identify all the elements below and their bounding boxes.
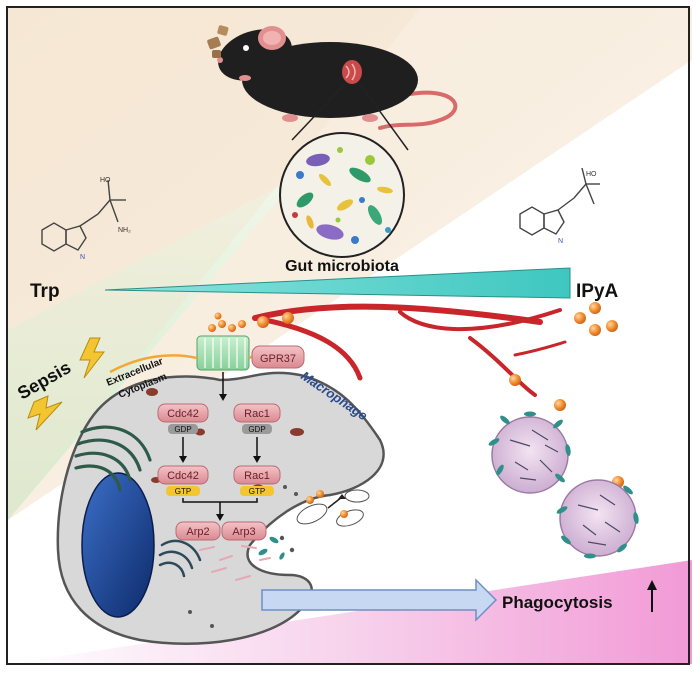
arp3-pill: Arp3 [221, 521, 267, 541]
cytoplasmic-granules [188, 485, 298, 628]
trp-label: Trp [30, 281, 60, 302]
ipya-label: IPyA [576, 281, 619, 302]
cdc42-gtp-label: Cdc42 [167, 470, 199, 482]
phagocytosis-arrow [261, 578, 498, 622]
gdp-label-1: GDP [174, 425, 191, 434]
receptor-icon [196, 312, 250, 371]
lightning-icon [27, 337, 106, 431]
actin-filaments [199, 545, 271, 581]
trp-ipya-gradient-wedge [104, 267, 571, 299]
trp-n-label: N [80, 254, 85, 261]
gpr37-label: GPR37 [260, 353, 296, 365]
rac1-gdp: Rac1 GDP [233, 403, 281, 434]
gpr37-pill [251, 345, 305, 369]
ipya-molecules [257, 302, 624, 488]
ipya-structure [519, 167, 600, 236]
ipya-n-label: N [558, 238, 563, 245]
arp2-label: Arp2 [186, 526, 209, 538]
phagosome [296, 489, 370, 527]
gut-microbiota-label: Gut microbiota [285, 258, 399, 275]
cdc42-gdp-label: Cdc42 [167, 408, 199, 420]
bacteria-icon [488, 411, 639, 559]
golgi-apparatus [158, 539, 202, 578]
magnifier-line-right [359, 83, 409, 151]
ipya-oh-label: HO [586, 171, 597, 178]
gtp-label-2: GTP [249, 487, 265, 496]
microbiota-magnifier-icon [279, 132, 405, 258]
gtp-label-1: GTP [175, 487, 191, 496]
engulfed-bacteria [258, 536, 285, 560]
blood-vessel [252, 303, 567, 397]
cdc42-gtp: Cdc42 GTP [157, 465, 209, 496]
cell-membrane-left [109, 354, 198, 374]
gdp-label-2: GDP [248, 425, 265, 434]
trp-nh2-label: NH₂ [118, 227, 131, 234]
endoplasmic-reticulum [74, 425, 152, 492]
rac1-gdp-label: Rac1 [244, 408, 270, 420]
mouse-icon [207, 25, 458, 130]
rac1-gtp: Rac1 GTP [233, 465, 281, 496]
rac1-gtp-label: Rac1 [244, 470, 270, 482]
nucleus [81, 472, 155, 618]
phagocytosis-label: Phagocytosis [502, 593, 613, 612]
arp2-pill: Arp2 [175, 521, 221, 541]
trp-structure [41, 179, 126, 252]
cdc42-gdp: Cdc42 GDP [157, 403, 209, 434]
magnifier-line-left [291, 83, 346, 141]
trp-oh-label: HO [100, 177, 111, 184]
arp3-label: Arp3 [232, 526, 255, 538]
